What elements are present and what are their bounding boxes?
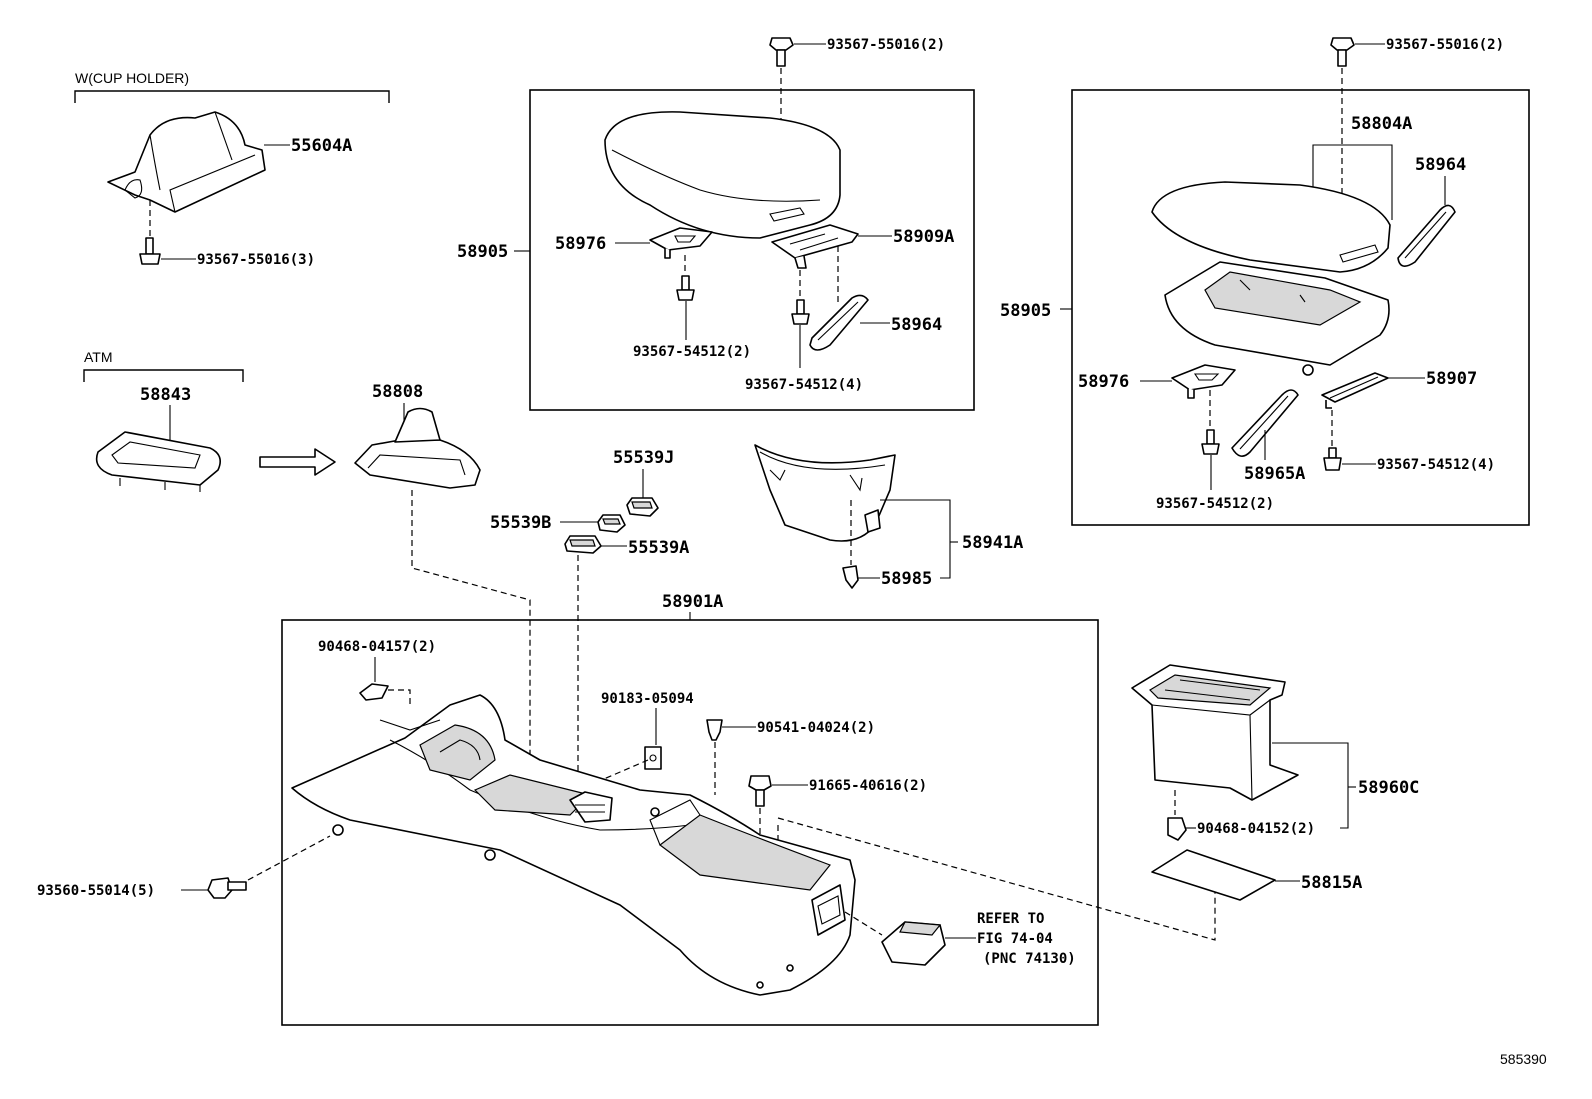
label-93567-55016-2-center: 93567-55016(2)	[827, 37, 945, 53]
hinge-bracket-icon-center-right	[771, 224, 859, 269]
armrest-pad-icon	[604, 111, 841, 239]
clip-icon-90468-04157	[359, 683, 389, 701]
cup-insert-group: 58941A 58985	[754, 444, 1023, 589]
label-93567-55016-3: 93567-55016(3)	[197, 252, 315, 268]
label-55604A: 55604A	[291, 136, 352, 156]
atm-group-title: ATM	[84, 349, 113, 365]
atm-bezel-icon	[95, 431, 221, 492]
label-58941A: 58941A	[962, 533, 1023, 553]
label-58905-center: 58905	[457, 242, 508, 262]
label-58815A: 58815A	[1301, 873, 1362, 893]
screw-icon-93560	[207, 877, 247, 899]
screw-icon-cupholder	[139, 237, 161, 265]
cup-holder-bracket	[74, 90, 390, 103]
switch-plate-icon-B	[597, 514, 626, 533]
label-58907: 58907	[1426, 369, 1477, 389]
atm-bracket	[83, 369, 244, 382]
armrest-box-icon-right	[1164, 261, 1390, 376]
label-58960C: 58960C	[1358, 778, 1419, 798]
label-90541-04024-2: 90541-04024(2)	[757, 720, 875, 736]
label-58976-center: 58976	[555, 234, 606, 254]
label-90183-05094: 90183-05094	[601, 691, 694, 707]
console-frame	[281, 619, 1099, 1026]
refer-text-line2: FIG 74-04	[977, 931, 1053, 947]
stay-rod-icon-center	[809, 294, 869, 351]
right-arrow-icon	[259, 448, 336, 476]
label-93567-54512-2-right: 93567-54512(2)	[1156, 496, 1274, 512]
label-55539J: 55539J	[613, 448, 674, 468]
shift-boot-group: 58808	[354, 382, 531, 795]
screw-icon-top-center	[769, 37, 794, 67]
cup-insert-icon	[754, 444, 896, 542]
console-group: 58901A 90468-04157(2) 90183-05094 90541-…	[37, 592, 1216, 1026]
label-58985: 58985	[881, 569, 932, 589]
label-93567-54512-4-right: 93567-54512(4)	[1377, 457, 1495, 473]
atm-group: ATM 58843	[83, 349, 336, 492]
label-93567-54512-4-center: 93567-54512(4)	[745, 377, 863, 393]
armrest-group-center: 93567-55016(2) 58905 58976 93567-54512(2…	[457, 37, 975, 411]
switch-plate-icon-J	[626, 497, 659, 517]
bolt-icon-91665	[748, 775, 772, 807]
armrest-group-right: 93567-55016(2) 58804A 58964 58905 58976	[1000, 37, 1530, 526]
armrest-frame-right	[1071, 89, 1530, 526]
armrest-frame-center	[529, 89, 975, 411]
screw-icon-center-left	[676, 275, 695, 301]
label-58843: 58843	[140, 385, 191, 405]
label-58909A: 58909A	[893, 227, 954, 247]
label-58901A: 58901A	[662, 592, 723, 612]
clip-icon-90468-04152	[1167, 817, 1187, 841]
label-93567-54512-2-center: 93567-54512(2)	[633, 344, 751, 360]
label-55539A: 55539A	[628, 538, 689, 558]
stay-rod-icon-right	[1397, 204, 1456, 267]
label-93567-55016-2-right: 93567-55016(2)	[1386, 37, 1504, 53]
label-55539B: 55539B	[490, 513, 551, 533]
cup-holder-group: W(CUP HOLDER) 55604A 93567-55016(3)	[74, 70, 390, 268]
switch-plate-icon-A	[564, 535, 602, 554]
label-58964-center: 58964	[891, 315, 942, 335]
label-90468-04157-2: 90468-04157(2)	[318, 639, 436, 655]
label-58965A: 58965A	[1244, 464, 1305, 484]
switch-plates-group: 55539J 55539B 55539A	[490, 448, 689, 820]
label-58808: 58808	[372, 382, 423, 402]
label-93560-55014-5: 93560-55014(5)	[37, 883, 155, 899]
nut-icon-90183	[644, 746, 662, 770]
label-58976-right: 58976	[1078, 372, 1129, 392]
clip-icon-58985	[842, 565, 859, 589]
cup-holder-part-icon	[107, 111, 266, 213]
armrest-lid-icon-right	[1151, 181, 1391, 273]
refer-text-line3: (PNC 74130)	[983, 951, 1076, 967]
label-91665-40616-2: 91665-40616(2)	[809, 778, 927, 794]
storage-box-group: 58960C 90468-04152(2) 58815A	[1131, 664, 1419, 901]
shift-boot-icon	[354, 407, 481, 489]
power-outlet-icon	[881, 921, 946, 966]
label-58905-right: 58905	[1000, 301, 1051, 321]
cup-holder-group-title: W(CUP HOLDER)	[75, 70, 189, 86]
hinge-bracket-icon-center-left	[649, 227, 713, 259]
label-90468-04152-2: 90468-04152(2)	[1197, 821, 1315, 837]
label-58964-right: 58964	[1415, 155, 1466, 175]
label-58804A: 58804A	[1351, 114, 1412, 134]
screw-icon-right-right	[1323, 447, 1342, 471]
storage-box-icon	[1131, 664, 1299, 801]
clip-icon-90541	[706, 719, 723, 741]
mat-icon-58815A	[1151, 849, 1276, 901]
diagram-code: 585390	[1500, 1051, 1547, 1067]
hinge-bracket-icon-right	[1171, 364, 1236, 399]
console-body-icon	[291, 694, 856, 996]
screw-icon-center-right	[791, 299, 810, 325]
refer-text-line1: REFER TO	[977, 911, 1044, 927]
screw-icon-top-right	[1330, 37, 1355, 67]
latch-icon-right	[1321, 372, 1389, 409]
screw-icon-right-left	[1201, 429, 1220, 455]
cushion-icon-right	[1231, 389, 1299, 457]
